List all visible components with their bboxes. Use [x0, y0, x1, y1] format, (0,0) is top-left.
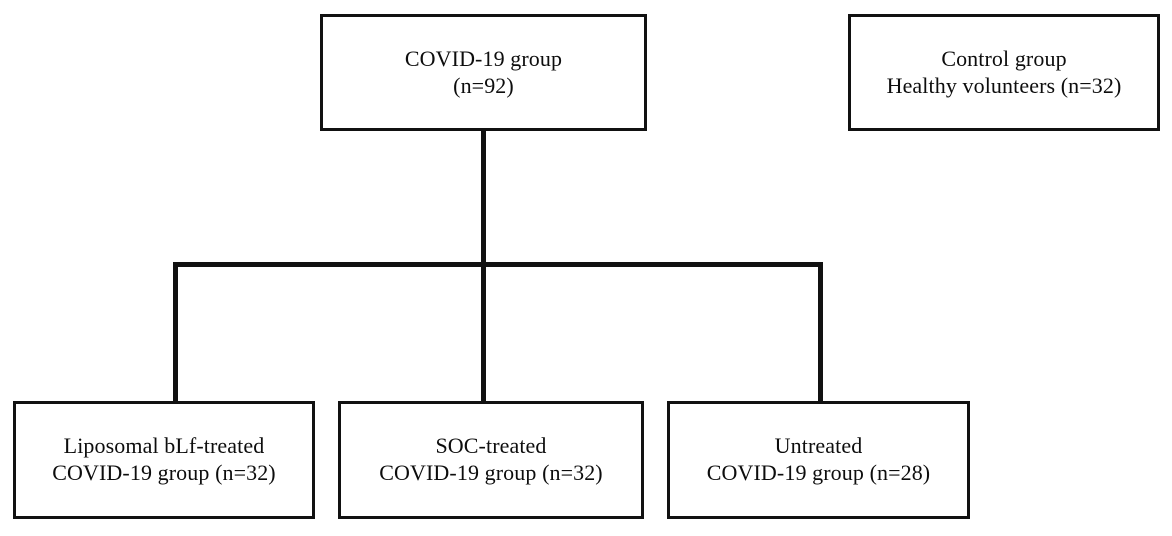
node-soc-treated-group-line-2: COVID-19 group (n=32) — [379, 460, 603, 485]
node-covid-19-group-line-2: (n=92) — [453, 72, 514, 98]
node-control-group: Control group Healthy volunteers (n=32) — [848, 14, 1160, 131]
connector-branch-bar — [173, 262, 823, 267]
node-covid-19-group-line-1: COVID-19 group — [404, 45, 563, 71]
node-liposomal-blf-treated-group-line-1: Liposomal bLf-treated — [63, 433, 265, 459]
node-untreated-group: Untreated COVID-19 group (n=28) — [667, 401, 970, 519]
connector-root-stem — [481, 131, 486, 267]
node-control-group-line-2: Healthy volunteers (n=32) — [886, 72, 1122, 98]
node-liposomal-blf-treated-group: Liposomal bLf-treated COVID-19 group (n=… — [13, 401, 315, 519]
connector-drop-left — [173, 262, 178, 402]
node-liposomal-blf-treated-group-line-2: COVID-19 group (n=32) — [52, 460, 276, 485]
node-soc-treated-group: SOC-treated COVID-19 group (n=32) — [338, 401, 644, 519]
node-covid-19-group: COVID-19 group (n=92) — [320, 14, 647, 131]
node-control-group-line-1: Control group — [941, 45, 1067, 71]
node-untreated-group-line-1: Untreated — [774, 433, 863, 459]
node-untreated-group-line-2: COVID-19 group (n=28) — [706, 460, 931, 485]
connector-drop-right — [818, 262, 823, 402]
node-soc-treated-group-line-1: SOC-treated — [435, 433, 547, 459]
connector-drop-center — [481, 262, 486, 402]
